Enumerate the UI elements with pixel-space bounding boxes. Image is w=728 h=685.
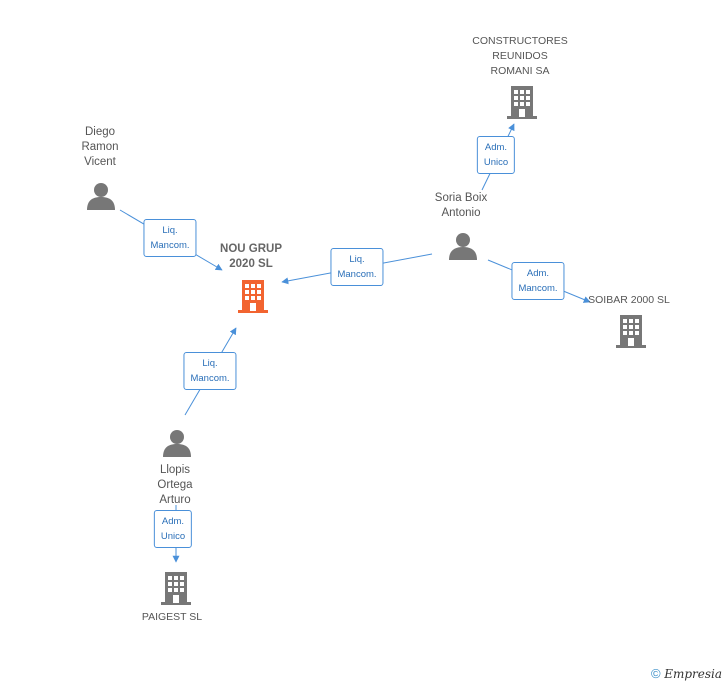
- building-icon-soibar[interactable]: [614, 313, 648, 349]
- edge-label-soria-nou[interactable]: Liq. Mancom.: [330, 248, 384, 286]
- edge-label-diego-nou[interactable]: Liq. Mancom.: [143, 219, 197, 257]
- node-label-soria[interactable]: Soria Boix Antonio: [434, 192, 488, 219]
- building-icon-nou-grup[interactable]: [236, 278, 270, 314]
- node-label-nou-grup[interactable]: NOU GRUP 2020 SL: [220, 243, 282, 270]
- person-icon-diego[interactable]: [86, 181, 116, 211]
- copyright-icon: ©: [650, 666, 661, 681]
- node-label-soibar[interactable]: SOIBAR 2000 SL: [588, 294, 670, 306]
- edge-label-llopis-paigest[interactable]: Adm. Unico: [153, 510, 193, 548]
- brand-footer: © Empresia: [651, 666, 722, 681]
- person-icon-llopis[interactable]: [162, 428, 192, 458]
- node-label-paigest[interactable]: PAIGEST SL: [141, 611, 203, 623]
- edge-label-soria-constructores[interactable]: Adm. Unico: [476, 136, 516, 174]
- edge-label-llopis-nou[interactable]: Liq. Mancom.: [183, 352, 237, 390]
- node-label-diego[interactable]: Diego Ramon Vicent: [81, 126, 119, 168]
- edge-label-soria-soibar[interactable]: Adm. Mancom.: [511, 262, 565, 300]
- brand-logo: Empresia: [664, 667, 722, 681]
- node-label-llopis[interactable]: Llopis Ortega Arturo: [157, 464, 193, 506]
- node-label-constructores[interactable]: CONSTRUCTORES REUNIDOS ROMANI SA: [472, 35, 568, 77]
- building-icon-paigest[interactable]: [159, 570, 193, 606]
- building-icon-constructores[interactable]: [505, 84, 539, 120]
- person-icon-soria[interactable]: [448, 231, 478, 261]
